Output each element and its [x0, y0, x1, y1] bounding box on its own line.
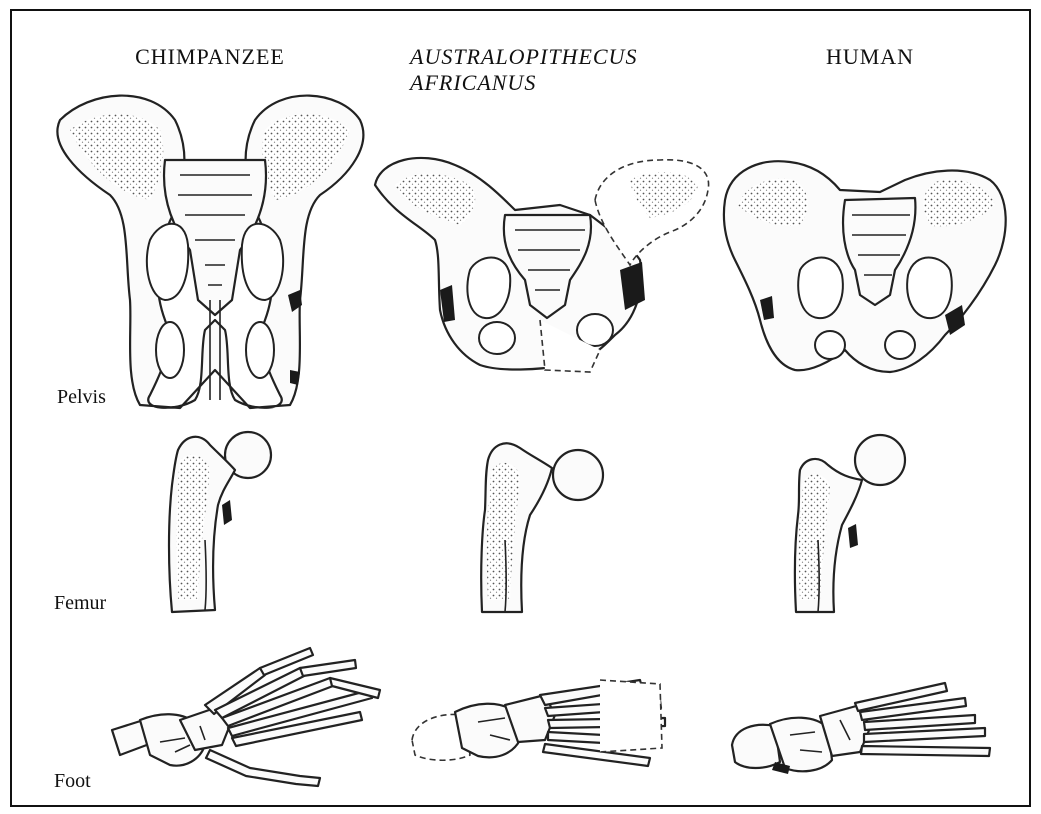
chimpanzee-foot: [112, 648, 380, 786]
australopithecus-foot: [412, 680, 665, 766]
chimpanzee-femur: [169, 432, 271, 612]
human-pelvis: [724, 161, 1006, 372]
human-femur: [795, 435, 905, 612]
chimpanzee-pelvis: [57, 96, 363, 408]
australopithecus-pelvis: [375, 158, 709, 372]
australopithecus-femur: [481, 443, 603, 612]
human-foot: [732, 683, 990, 774]
